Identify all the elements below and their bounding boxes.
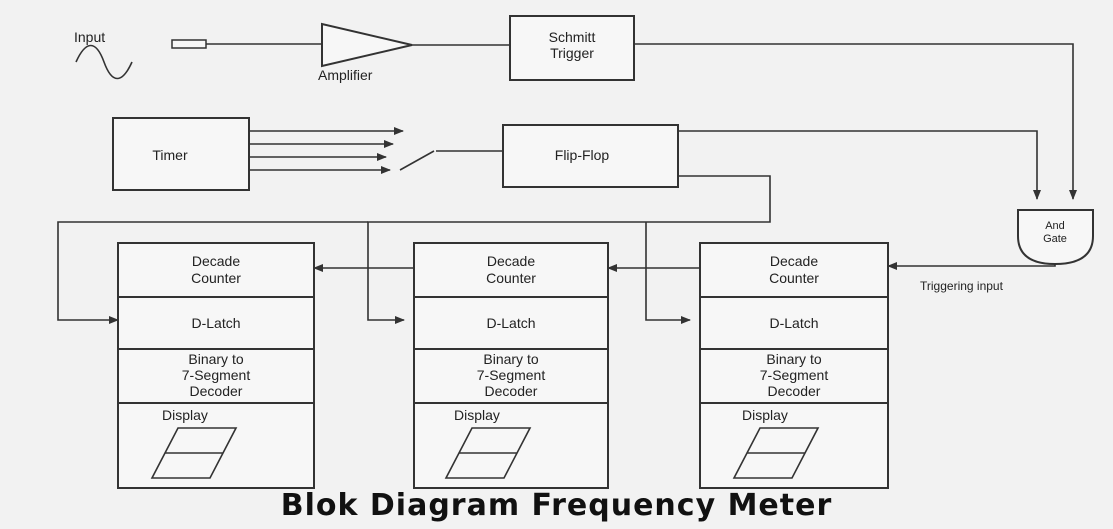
wire-flipflop-and (678, 130, 1041, 200)
amplifier-symbol (321, 22, 413, 68)
counter-label-2: Counter (486, 270, 536, 286)
sine-wave-icon (75, 44, 133, 80)
seven-segment-icon (444, 427, 532, 479)
decoder-block (699, 348, 889, 404)
seven-segment-icon (732, 427, 820, 479)
flipflop-label: Flip-Flop (555, 147, 610, 163)
stage-2: Decade Counter D-Latch Binary to 7-Segme… (413, 242, 609, 489)
decoder-label-2: 7-Segment (760, 367, 829, 383)
display-label: Display (742, 407, 788, 423)
schmitt-label-1: Schmitt (549, 29, 596, 45)
and-label-1: And (1045, 220, 1065, 232)
decoder-label-3: Decoder (768, 383, 821, 399)
decoder-block (413, 348, 609, 404)
selector-switch (399, 150, 435, 171)
decoder-label-2: 7-Segment (182, 367, 251, 383)
counter-label-1: Decade (487, 253, 535, 269)
decoder-label-3: Decoder (190, 383, 243, 399)
schmitt-trigger-block (509, 15, 635, 81)
decade-counter-block (117, 242, 315, 298)
d-latch-block (699, 296, 889, 350)
stage-1: Decade Counter D-Latch Binary to 7-Segme… (117, 242, 315, 489)
and-label-2: Gate (1043, 233, 1067, 245)
triggering-input-label: Triggering input (920, 279, 1004, 293)
wire-latch-bus-3 (645, 222, 691, 324)
decoder-label-3: Decoder (485, 383, 538, 399)
display-block (117, 402, 315, 489)
decade-counter-block (699, 242, 889, 298)
wire-schmitt-and (634, 43, 1077, 200)
timer-block (112, 117, 250, 191)
decoder-label-1: Binary to (483, 351, 538, 367)
display-label: Display (454, 407, 500, 423)
wire-latch-bus (367, 175, 771, 324)
seven-segment-icon (150, 427, 238, 479)
decoder-block (117, 348, 315, 404)
latch-label: D-Latch (769, 315, 818, 331)
flip-flop-block (502, 124, 679, 188)
input-label: Input (74, 29, 105, 45)
decoder-label-1: Binary to (188, 351, 243, 367)
display-label: Display (162, 407, 208, 423)
wire-feedback-latch1 (57, 221, 368, 324)
wire-and-counter3 (887, 262, 1056, 270)
display-block (413, 402, 609, 489)
decoder-label-1: Binary to (766, 351, 821, 367)
latch-label: D-Latch (191, 315, 240, 331)
counter-label-1: Decade (770, 253, 818, 269)
stage-3: Decade Counter D-Latch Binary to 7-Segme… (699, 242, 889, 489)
d-latch-block (413, 296, 609, 350)
d-latch-block (117, 296, 315, 350)
amplifier-label: Amplifier (318, 67, 373, 83)
input-probe (171, 39, 207, 49)
diagram-caption: Blok Diagram Frequency Meter (280, 488, 833, 523)
counter-label-2: Counter (769, 270, 819, 286)
timer-label: Timer (152, 147, 188, 163)
decoder-label-2: 7-Segment (477, 367, 546, 383)
counter-label-2: Counter (191, 270, 241, 286)
latch-label: D-Latch (486, 315, 535, 331)
counter-label-1: Decade (192, 253, 240, 269)
schmitt-label-2: Trigger (550, 45, 594, 61)
